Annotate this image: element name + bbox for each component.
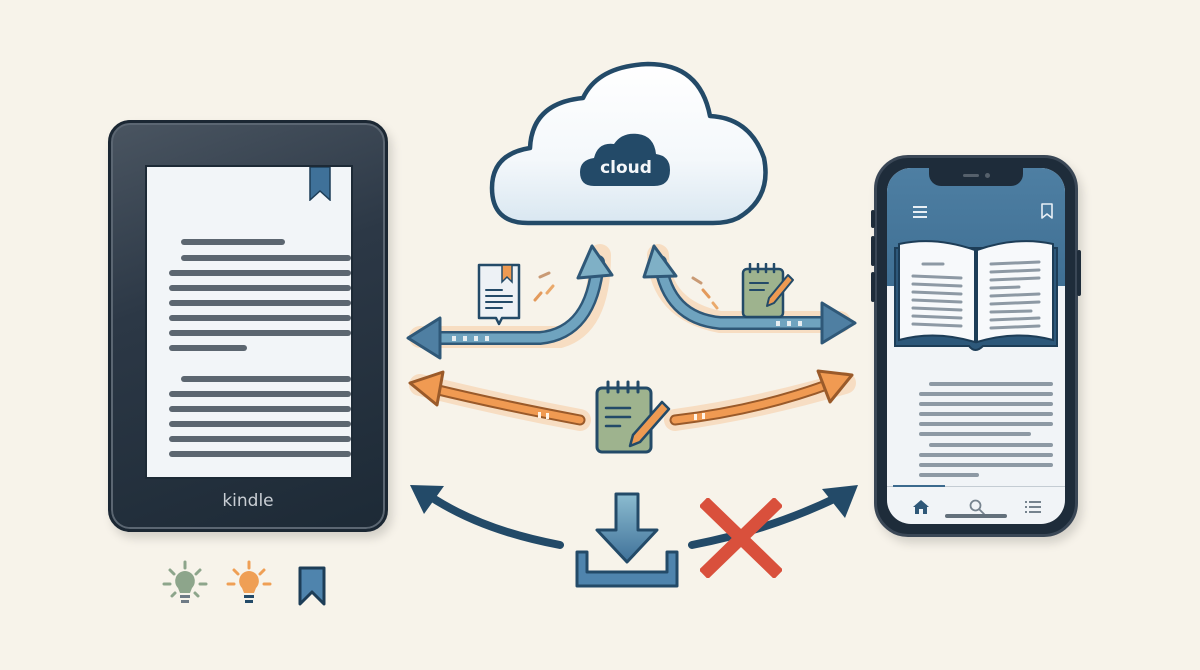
download-arrow-right — [688, 485, 858, 549]
download-arrow-left — [410, 485, 564, 549]
phone-notch — [929, 168, 1023, 186]
notes-sync-arrow-right — [669, 369, 854, 426]
tab-bar-active-indicator — [893, 485, 945, 487]
text-line — [919, 422, 1053, 426]
kindle-brand-label: kindle — [222, 491, 274, 511]
text-line — [169, 315, 351, 321]
text-line — [169, 285, 351, 291]
text-line — [919, 412, 1053, 416]
notepad-pencil-icon — [595, 380, 671, 454]
home-indicator — [945, 514, 1007, 518]
cloud-badge: cloud — [580, 132, 672, 188]
bookmark-outline-icon[interactable] — [1041, 203, 1053, 219]
text-line — [169, 421, 351, 427]
cloud-node: cloud — [488, 58, 778, 233]
notepad-pencil-icon — [741, 263, 794, 319]
text-line — [181, 255, 351, 261]
search-icon[interactable] — [969, 499, 985, 515]
phone-side-button — [871, 210, 875, 228]
phone-screen — [887, 168, 1065, 524]
bookmark-icon — [298, 566, 326, 606]
download-icon — [575, 492, 679, 588]
phone-side-button — [871, 236, 875, 266]
hamburger-menu-icon[interactable] — [913, 206, 927, 218]
tab-bar-divider — [887, 486, 1065, 487]
text-line — [169, 391, 351, 397]
kindle-screen — [145, 165, 353, 479]
text-line — [919, 473, 979, 477]
home-icon[interactable] — [913, 500, 929, 514]
text-line — [169, 330, 351, 336]
text-line — [169, 451, 351, 457]
text-line — [181, 239, 285, 245]
text-line — [181, 376, 351, 382]
kindle-device: kindle — [108, 120, 388, 532]
phone-device — [871, 155, 1081, 537]
text-line — [919, 392, 1053, 396]
lightbulb-icon — [226, 560, 272, 603]
text-line — [929, 382, 1053, 386]
blocked-x-icon — [700, 498, 782, 578]
phone-power-button — [1077, 250, 1081, 296]
text-line — [169, 436, 351, 442]
phone-side-button — [871, 272, 875, 302]
text-line — [169, 270, 351, 276]
kindle-cloud-sync-arrow — [406, 244, 614, 360]
bookmark-document-icon — [477, 263, 521, 326]
bookmark-ribbon-icon — [309, 167, 331, 201]
text-line — [919, 453, 1053, 457]
text-line — [929, 443, 1053, 447]
list-icon[interactable] — [1025, 501, 1041, 513]
text-line — [919, 463, 1053, 467]
notes-sync-arrow-left — [408, 370, 586, 426]
phone-cloud-sync-arrow — [642, 244, 857, 345]
lightbulb-icon — [162, 560, 208, 603]
open-book-illustration — [894, 240, 1058, 351]
cloud-label: cloud — [600, 158, 652, 178]
text-line — [919, 402, 1053, 406]
text-line — [919, 432, 1031, 436]
text-line — [169, 300, 351, 306]
text-line — [169, 406, 351, 412]
text-line — [169, 345, 247, 351]
